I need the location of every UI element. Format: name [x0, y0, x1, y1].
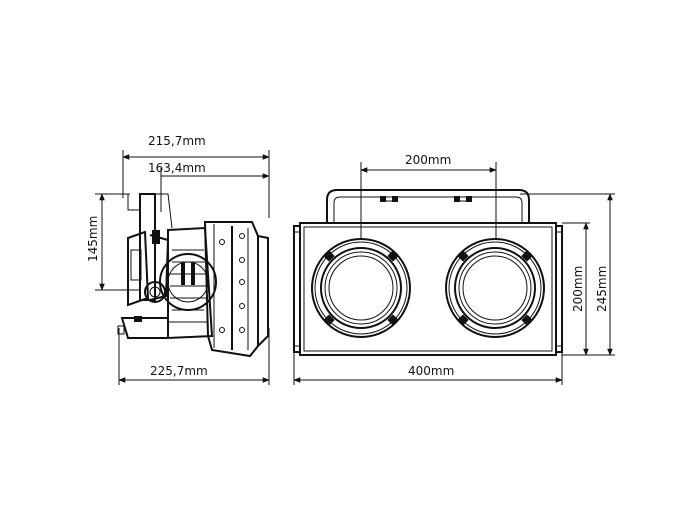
label-245mm: 245mm: [595, 266, 609, 312]
dim-side-total-width: 215,7mm: [122, 134, 270, 218]
dim-front-width: 400mm: [293, 328, 563, 385]
dim-side-depth: 225,7mm: [118, 328, 270, 385]
dim-lens-spacing: 200mm: [360, 153, 497, 238]
label-200mm-spacing: 200mm: [405, 153, 451, 167]
dim-side-bracket-width: 163,4mm: [148, 161, 270, 212]
dim-total-height: 245mm: [520, 193, 615, 356]
yoke-knob-left: [380, 196, 398, 202]
label-225-7mm: 225,7mm: [150, 364, 208, 378]
label-215-7mm: 215,7mm: [148, 134, 206, 148]
label-145mm: 145mm: [86, 216, 100, 262]
label-400mm: 400mm: [408, 364, 454, 378]
yoke-knob-right: [454, 196, 472, 202]
side-fixture-outline: [117, 193, 269, 358]
label-200mm-height: 200mm: [571, 266, 585, 312]
dim-side-height: 145mm: [86, 193, 140, 291]
side-view: 215,7mm 163,4mm 145mm 225,7mm: [86, 134, 270, 385]
front-fixture-outline: [293, 189, 563, 356]
lens-right: [445, 238, 545, 338]
dim-body-height: 200mm: [562, 222, 590, 356]
front-view: 200mm 200mm 245mm 400mm: [293, 153, 615, 385]
label-163-4mm: 163,4mm: [148, 161, 206, 175]
lens-left: [311, 238, 411, 338]
